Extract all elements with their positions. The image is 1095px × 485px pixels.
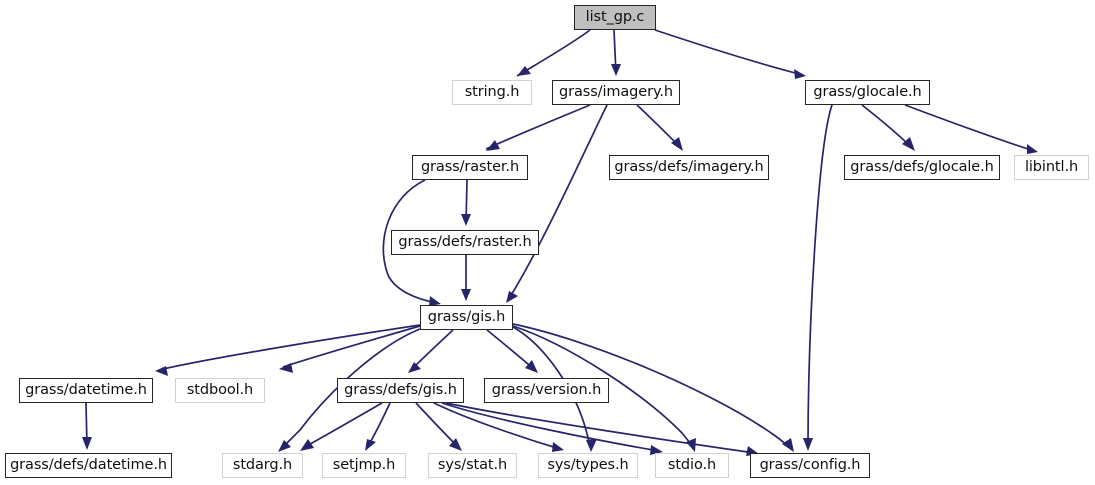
arrowhead-defs_gis-to-stdio <box>650 445 663 455</box>
node-imagery[interactable]: grass/imagery.h <box>552 80 680 105</box>
arrowhead-defs_gis-to-setjmp <box>365 439 376 451</box>
arrowhead-defs_gis-to-sys_types <box>552 442 564 452</box>
edge-defs_gis-to-config <box>445 402 756 454</box>
node-stdio[interactable]: stdio.h <box>655 453 729 478</box>
arrowhead-glocale-to-config <box>803 438 813 451</box>
arrowhead-defs_raster-to-gis <box>461 289 471 301</box>
node-label-defs_glocale: grass/defs/glocale.h <box>850 159 994 176</box>
node-label-imagery: grass/imagery.h <box>559 84 673 101</box>
node-label-raster: grass/raster.h <box>420 159 520 176</box>
node-label-datetime: grass/datetime.h <box>25 382 147 399</box>
node-stdarg[interactable]: stdarg.h <box>222 453 303 478</box>
edge-gis-to-stdbool <box>282 325 421 368</box>
node-version[interactable]: grass/version.h <box>484 378 609 403</box>
node-defs_gis[interactable]: grass/defs/gis.h <box>337 378 464 403</box>
node-raster[interactable]: grass/raster.h <box>412 155 528 180</box>
arrowhead-defs_gis-to-stdarg <box>300 439 314 451</box>
node-label-config: grass/config.h <box>759 457 861 474</box>
edge-list_gp-to-glocale <box>654 29 804 76</box>
node-label-sys_stat: sys/stat.h <box>437 457 508 474</box>
edge-gis-to-datetime <box>158 324 421 371</box>
node-glocale[interactable]: grass/glocale.h <box>805 80 930 105</box>
node-label-stdarg: stdarg.h <box>232 457 293 474</box>
edge-glocale-to-config <box>807 104 833 448</box>
node-label-version: grass/version.h <box>491 382 602 399</box>
node-label-setjmp: setjmp.h <box>332 457 396 474</box>
arrowhead-datetime-to-defs_datetime <box>82 437 92 450</box>
edge-defs_gis-to-sys_stat <box>415 402 460 449</box>
arrowhead-raster-to-gis <box>429 296 441 306</box>
node-defs_raster[interactable]: grass/defs/raster.h <box>391 230 539 255</box>
node-setjmp[interactable]: setjmp.h <box>322 453 406 478</box>
arrowhead-list_gp-to-glocale <box>794 69 806 79</box>
arrowhead-defs_gis-to-sys_stat <box>449 438 462 451</box>
arrowhead-gis-to-datetime <box>155 366 168 376</box>
node-sys_types[interactable]: sys/types.h <box>538 453 638 478</box>
arrowhead-imagery-to-raster <box>486 140 500 151</box>
arrowhead-imagery-to-gis <box>506 291 518 303</box>
node-label-defs_gis: grass/defs/gis.h <box>344 382 457 399</box>
arrowhead-glocale-to-defs_glocale <box>902 137 915 151</box>
edge-imagery-to-gis <box>507 104 608 301</box>
arrowhead-list_gp-to-imagery <box>611 64 621 76</box>
node-defs_glocale[interactable]: grass/defs/glocale.h <box>844 155 1000 180</box>
arrowhead-gis-to-sys_types <box>586 439 597 452</box>
arrowhead-imagery-to-defs_imagery <box>671 137 683 151</box>
edge-glocale-to-defs_glocale <box>861 104 913 149</box>
node-label-stdbool: stdbool.h <box>186 382 254 399</box>
arrowhead-gis-to-stdarg <box>278 440 291 452</box>
node-libintl[interactable]: libintl.h <box>1014 155 1089 180</box>
edge-imagery-to-raster <box>485 104 591 150</box>
node-defs_datetime[interactable]: grass/defs/datetime.h <box>5 453 172 478</box>
arrowhead-gis-to-stdbool <box>279 363 293 373</box>
edge-defs_gis-to-sys_types <box>433 402 561 450</box>
node-gis[interactable]: grass/gis.h <box>420 305 513 330</box>
node-label-defs_imagery: grass/defs/imagery.h <box>614 159 764 176</box>
node-config[interactable]: grass/config.h <box>750 453 870 478</box>
edge-raster-to-gis <box>382 179 438 304</box>
arrowhead-list_gp-to-string <box>517 66 531 76</box>
arrowhead-glocale-to-libintl <box>1027 144 1038 154</box>
arrowhead-gis-to-version <box>525 360 538 373</box>
edge-list_gp-to-string <box>516 29 591 77</box>
arrowhead-raster-to-defs_raster <box>461 214 471 226</box>
node-datetime[interactable]: grass/datetime.h <box>19 378 153 403</box>
node-sys_stat[interactable]: sys/stat.h <box>428 453 517 478</box>
node-label-list_gp: list_gp.c <box>585 9 645 26</box>
node-label-glocale: grass/glocale.h <box>813 84 922 101</box>
arrowhead-gis-to-config <box>782 438 794 452</box>
node-label-defs_datetime: grass/defs/datetime.h <box>10 457 167 474</box>
edge-gis-to-defs_gis <box>410 329 454 371</box>
node-defs_imagery[interactable]: grass/defs/imagery.h <box>609 155 769 180</box>
edge-glocale-to-libintl <box>904 104 1035 152</box>
node-list_gp[interactable]: list_gp.c <box>574 5 656 30</box>
node-label-libintl: libintl.h <box>1024 159 1079 176</box>
node-label-gis: grass/gis.h <box>427 309 506 326</box>
node-string[interactable]: string.h <box>452 80 532 105</box>
arrowhead-gis-to-defs_gis <box>408 362 421 373</box>
arrowhead-gis-to-stdio <box>686 438 696 452</box>
node-label-sys_types: sys/types.h <box>547 457 629 474</box>
node-label-string: string.h <box>464 84 520 101</box>
edge-defs_gis-to-stdio <box>441 402 660 452</box>
node-label-stdio: stdio.h <box>667 457 717 474</box>
node-stdbool[interactable]: stdbool.h <box>175 378 265 403</box>
node-label-defs_raster: grass/defs/raster.h <box>398 234 532 251</box>
edge-gis-to-version <box>486 329 536 371</box>
